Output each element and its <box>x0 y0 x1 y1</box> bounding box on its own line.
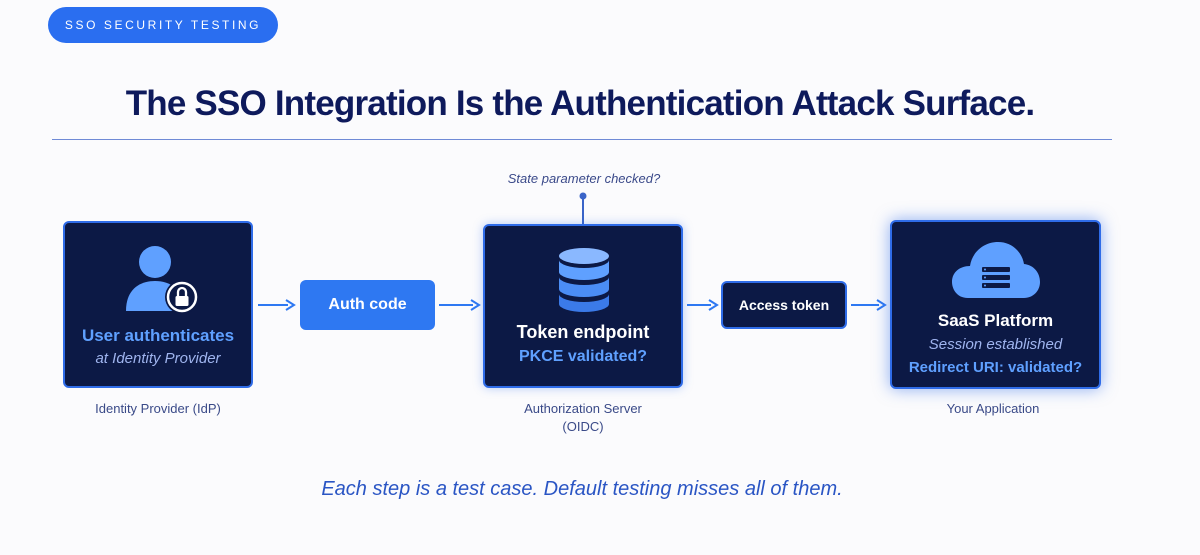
arrow-right-icon <box>687 299 719 311</box>
token-endpoint-title: Token endpoint <box>516 322 650 342</box>
auth-code-step: Auth code <box>300 280 435 330</box>
footer-statement: Each step is a test case. Default testin… <box>321 478 843 500</box>
title-divider <box>52 139 1112 140</box>
idp-subtitle: at Identity Provider <box>95 350 221 367</box>
saas-platform-card: SaaS Platform Session established Redire… <box>890 220 1101 389</box>
page-title: The SSO Integration Is the Authenticatio… <box>125 84 1035 123</box>
token-caption-line1: Authorization Server <box>524 401 642 416</box>
token-endpoint-card: Token endpoint PKCE validated? <box>483 224 683 388</box>
idp-caption: Identity Provider (IdP) <box>95 401 221 416</box>
state-annotation: State parameter checked? <box>507 171 661 186</box>
section-badge: SSO SECURITY TESTING <box>48 7 278 43</box>
arrow-right-icon <box>439 299 481 311</box>
idp-card: User authenticates at Identity Provider <box>63 221 253 388</box>
cloud-server-icon <box>952 242 1040 298</box>
saas-caption: Your Application <box>946 401 1040 416</box>
saas-detail: Redirect URI: validated? <box>908 359 1083 376</box>
access-token-step: Access token <box>721 281 847 329</box>
user-lock-icon <box>126 246 199 314</box>
saas-subtitle: Session established <box>928 336 1063 353</box>
arrow-right-icon <box>851 299 887 311</box>
token-caption-line2: (OIDC) <box>562 419 604 434</box>
annotation-connector <box>579 192 587 226</box>
arrow-right-icon <box>258 299 296 311</box>
saas-title: SaaS Platform <box>937 311 1054 330</box>
database-icon <box>559 248 609 312</box>
token-endpoint-subtitle: PKCE validated? <box>518 348 648 365</box>
idp-title: User authenticates <box>81 326 235 345</box>
